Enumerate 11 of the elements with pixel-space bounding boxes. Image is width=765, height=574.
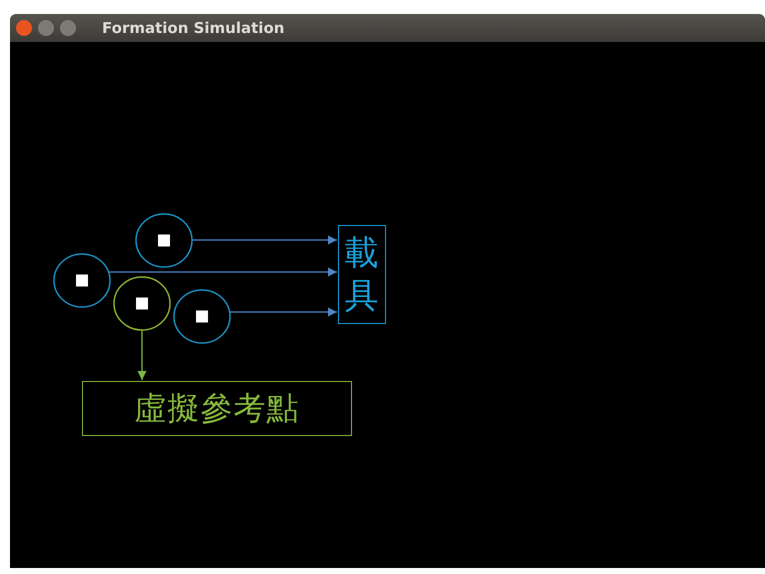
arrow (230, 307, 337, 317)
arrow (137, 330, 147, 380)
label-box: 載具 (338, 225, 386, 324)
circle-marker (53, 253, 111, 308)
arrow (192, 235, 337, 245)
arrow (108, 267, 337, 277)
text-box: 虛擬參考點 (82, 381, 352, 436)
circle-marker (173, 289, 231, 344)
circle-marker (113, 276, 171, 331)
window-title: Formation Simulation (102, 19, 284, 37)
circle-marker (135, 213, 193, 268)
